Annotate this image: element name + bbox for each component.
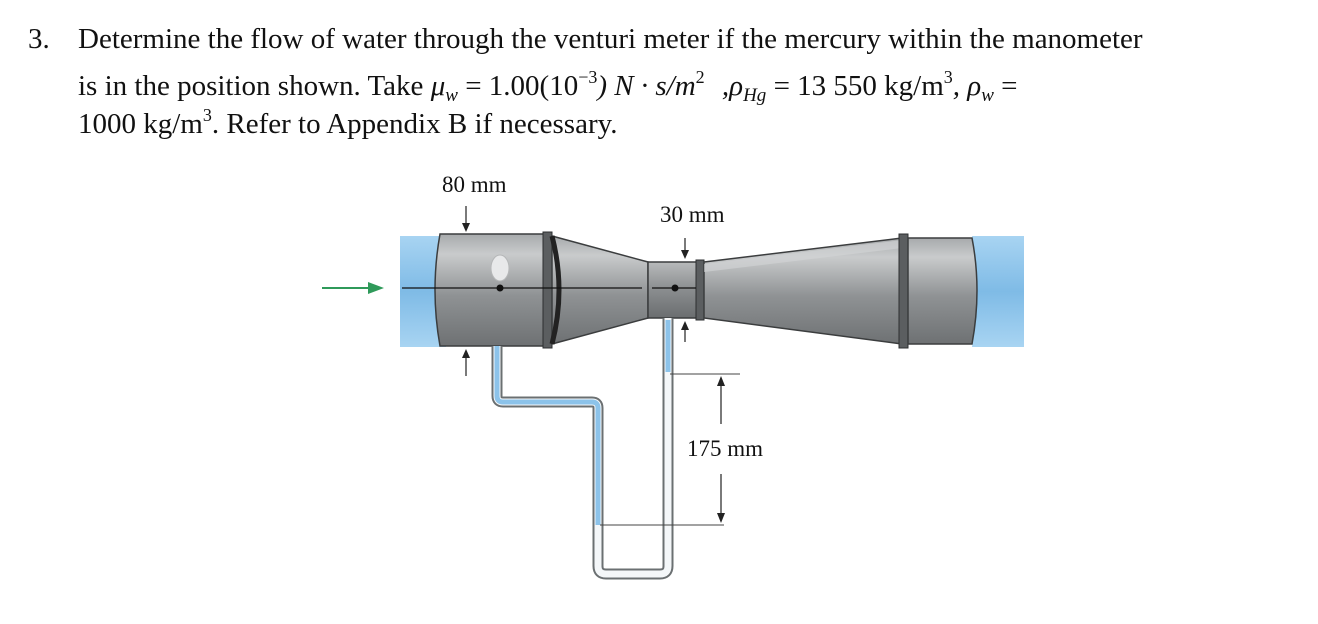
flow-arrow-icon xyxy=(368,282,384,294)
diverging-highlight xyxy=(704,240,902,272)
problem-line-3: 1000 kg/m3. Refer to Appendix B if neces… xyxy=(78,96,618,143)
rho-w-subscript: w xyxy=(981,85,994,106)
rho-hg-value: = 13 550 kg/m xyxy=(773,70,944,102)
problem-line-3-tail: . Refer to Appendix B if necessary. xyxy=(211,108,618,140)
inlet-water xyxy=(400,236,446,347)
problem-line-2-text: is in the position shown. Take xyxy=(78,70,424,102)
inlet-flange xyxy=(542,231,553,349)
problem-line-2: is in the position shown. Take μw = 1.00… xyxy=(78,58,1018,115)
mu-value: = 1.00(10 xyxy=(465,70,579,102)
inlet-center-point xyxy=(496,284,504,292)
inlet-dim-arrow-down-icon xyxy=(462,223,470,232)
converging-shadow xyxy=(549,235,562,345)
rho-hg-exponent: 3 xyxy=(943,67,953,87)
rho-hg-subscript: Hg xyxy=(743,85,767,106)
converging-section xyxy=(551,235,649,345)
inlet-dim-arrow-up-icon xyxy=(462,349,470,358)
rho-w-equals: = xyxy=(1001,70,1018,102)
dimension-arrow-up-icon xyxy=(717,376,725,386)
problem-line-1: Determine the flow of water through the … xyxy=(78,23,1143,55)
inlet-diameter-label: 80 mm xyxy=(442,172,507,197)
mu-symbol: μ xyxy=(430,70,446,102)
throat-dim-arrow-up-icon xyxy=(681,321,689,330)
manometer-water-left xyxy=(494,346,601,525)
problem-number: 3. xyxy=(28,23,50,55)
manometer-height-label: 175 mm xyxy=(687,436,763,461)
throat-section xyxy=(647,261,701,319)
throat-diameter-label: 30 mm xyxy=(660,202,725,227)
manometer-tube xyxy=(491,318,674,580)
mu-subscript: w xyxy=(445,85,458,106)
throat-flange xyxy=(695,259,705,321)
outlet-water xyxy=(972,236,1024,347)
manometer-tube-inner xyxy=(493,318,672,578)
inlet-pipe xyxy=(434,233,549,347)
dimension-arrow-down-icon xyxy=(717,513,725,523)
rho-hg-symbol: ,ρ xyxy=(721,70,744,102)
throat-dim-arrow-down-icon xyxy=(681,250,689,259)
outlet-flange xyxy=(898,233,909,349)
rho-w-symbol: , ρ xyxy=(952,70,982,102)
rho-w-exponent: 3 xyxy=(202,105,212,125)
pressure-tap-icon xyxy=(490,254,510,282)
mu-units: ) N · s/m xyxy=(597,70,696,102)
rho-w-value: 1000 kg/m xyxy=(78,108,203,140)
mu-units-exponent: 2 xyxy=(695,67,705,87)
throat-center-point xyxy=(671,284,679,292)
mu-exponent: −3 xyxy=(578,67,598,87)
outlet-pipe xyxy=(907,237,978,345)
